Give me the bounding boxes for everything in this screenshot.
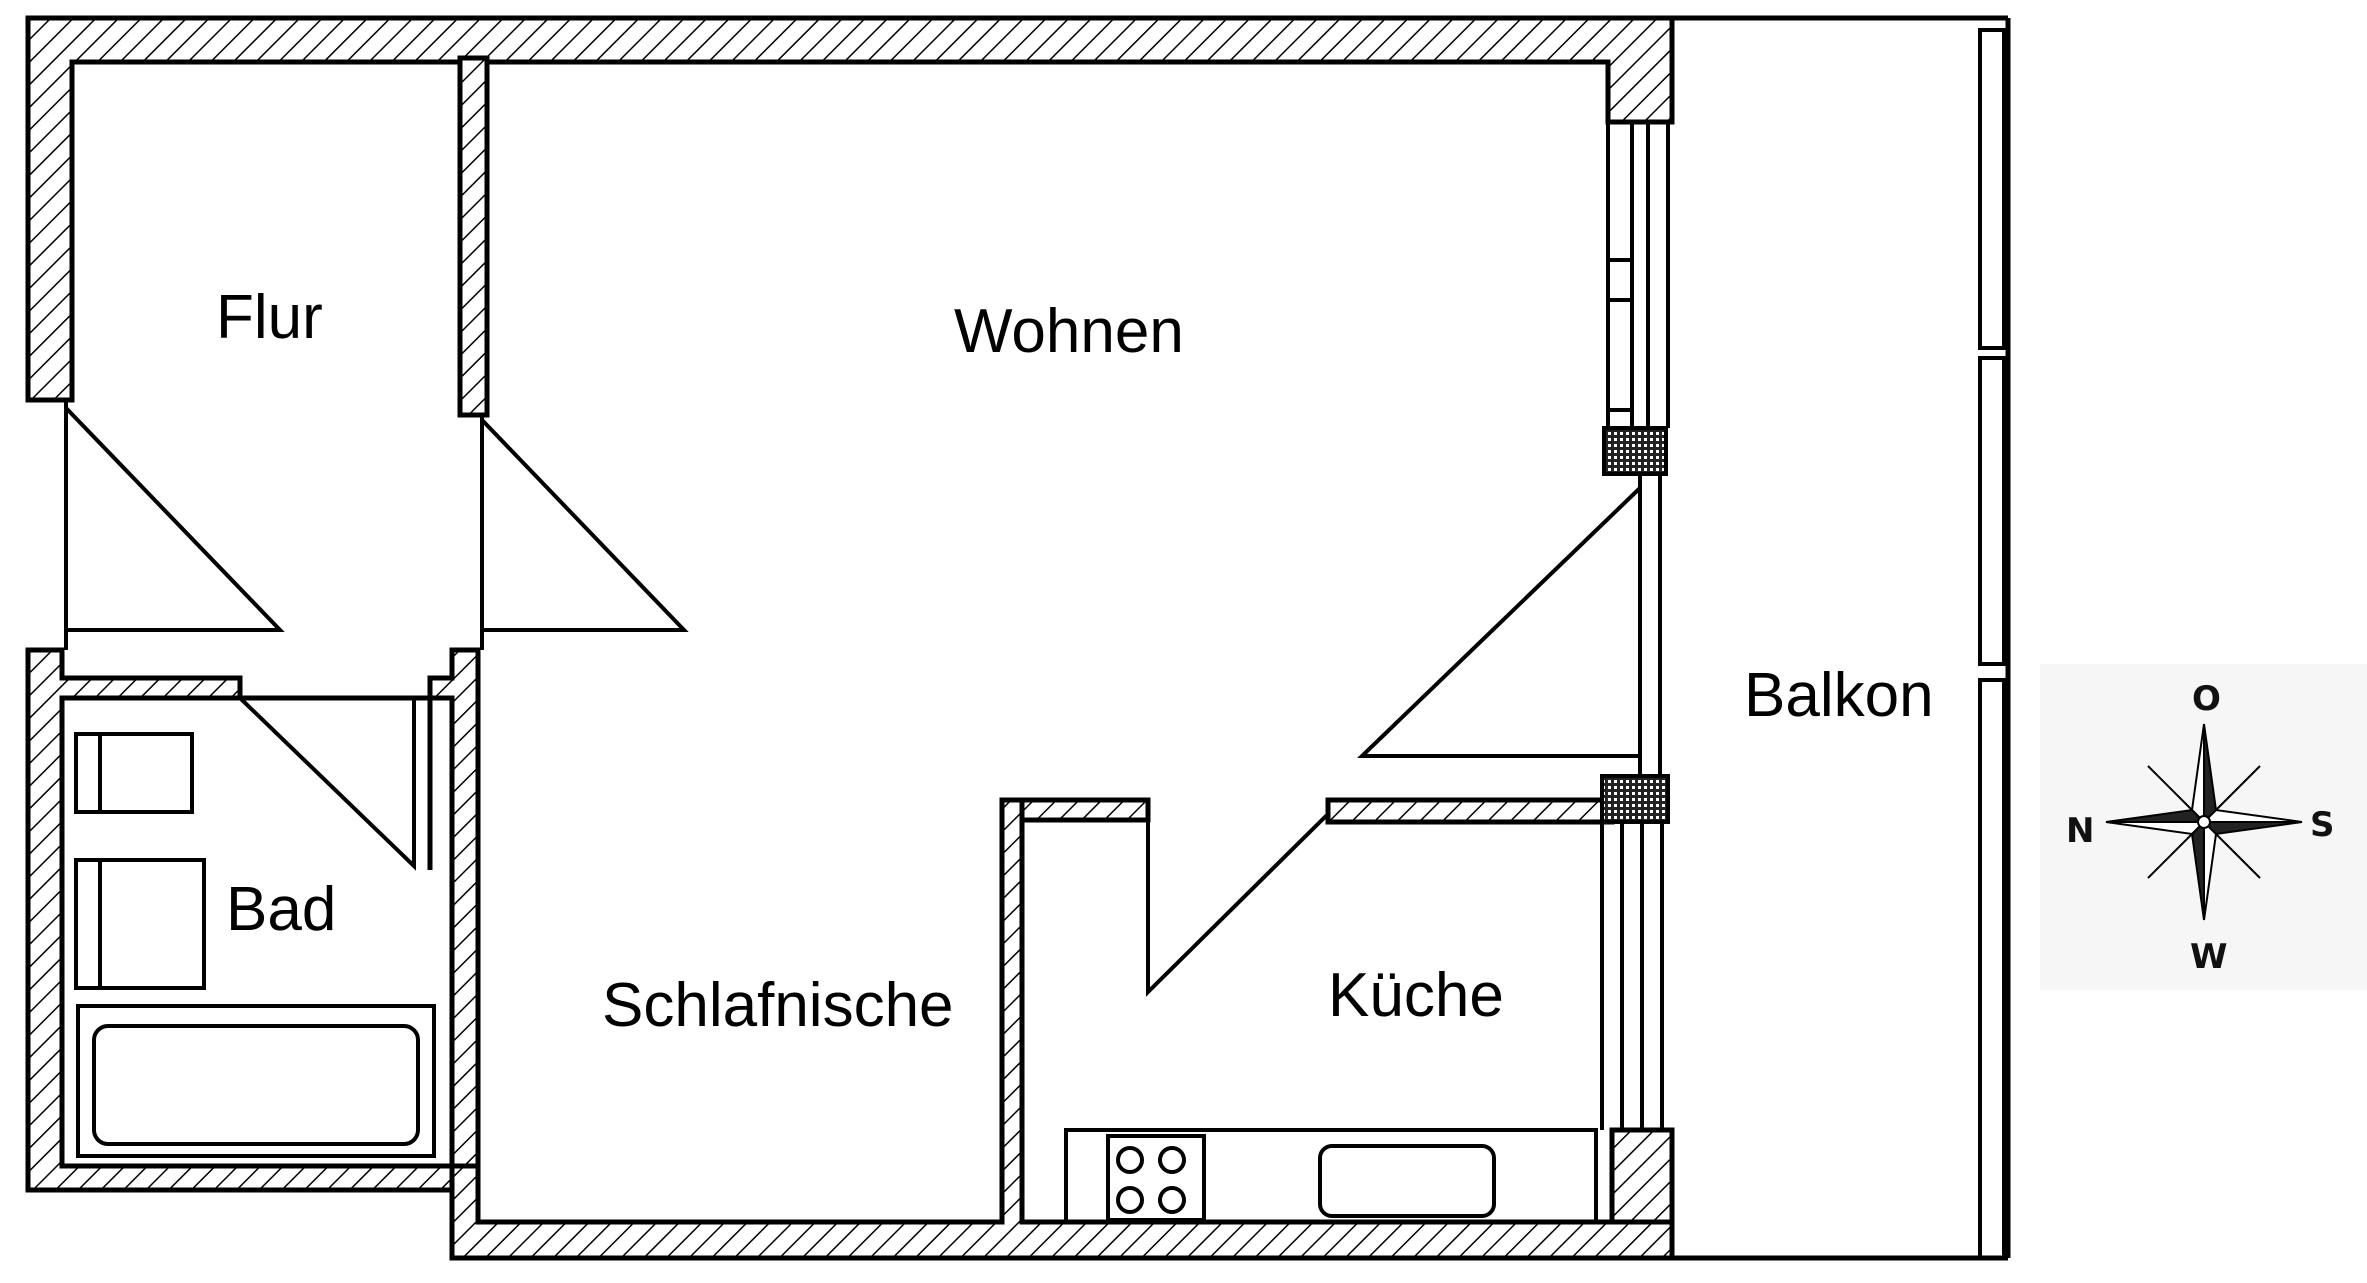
door-balkon: [1357, 486, 1642, 758]
door-wohnen: [480, 418, 689, 632]
compass-star-icon: [2105, 723, 2303, 921]
label-wohnen: Wohnen: [954, 297, 1184, 366]
balcony-rail-2: [1978, 356, 2006, 666]
sink: [1318, 1144, 1496, 1218]
room-labels: Flur Wohnen Bad Schlafnische Küche Balko…: [216, 283, 1934, 1040]
toilet: [74, 858, 206, 990]
door-flur: [64, 406, 285, 632]
wall-flur-divider: [457, 55, 490, 418]
label-schlafnische: Schlafnische: [602, 971, 954, 1040]
label-flur: Flur: [216, 283, 323, 352]
door-kueche: [1146, 812, 1330, 997]
outlines: [28, 15, 2011, 1261]
label-bad: Bad: [226, 875, 336, 944]
fixtures: [74, 732, 1598, 1224]
wall-kitchen-top-right: [1325, 797, 1615, 825]
compass-west-label: W: [2190, 937, 2228, 977]
label-kueche: Küche: [1328, 961, 1504, 1030]
door-bad: [238, 696, 416, 871]
wall-right-lower: [1609, 1127, 1675, 1225]
bathtub-inner: [92, 1024, 420, 1146]
wall-kitchen-top: [1002, 797, 1151, 823]
stove: [1106, 1134, 1206, 1222]
walls: [25, 15, 1675, 1261]
compass-rose: O N S W: [2040, 664, 2367, 990]
balcony-rail-3: [1978, 678, 2006, 1260]
column-upper: [1602, 426, 1668, 476]
compass-south-label: S: [2310, 805, 2335, 845]
bathtub-outer: [76, 1004, 436, 1158]
wall-bad-right: [427, 647, 481, 1169]
compass-east-label: O: [2192, 679, 2221, 719]
balcony-rail-1: [1978, 28, 2006, 350]
door-swings: [64, 406, 1642, 997]
column-lower: [1600, 774, 1670, 824]
compass-north-label: N: [2066, 811, 2094, 851]
washbasin-1: [74, 732, 194, 814]
label-balkon: Balkon: [1744, 661, 1934, 730]
kitchen-counter: [1064, 1128, 1598, 1224]
